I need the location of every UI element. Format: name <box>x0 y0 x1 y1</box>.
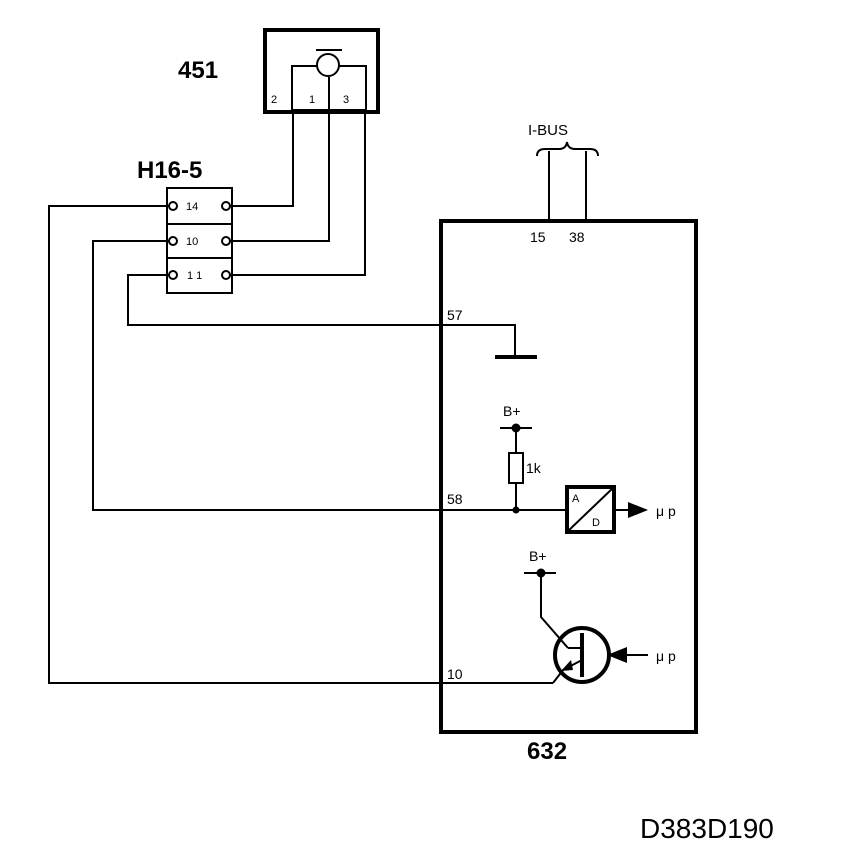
connector-terminal-10-left <box>168 236 178 246</box>
ibus-label: I-BUS <box>528 122 568 139</box>
sensor-element-icon <box>316 53 340 77</box>
mu-p-2-label: μ p <box>656 648 676 664</box>
wire-c10-to-pin58 <box>92 240 515 511</box>
mu-p-1-label: μ p <box>656 503 676 519</box>
resistor-icon <box>508 452 524 484</box>
adc-a-label: A <box>572 493 580 505</box>
connector-pin-14-label: 14 <box>186 201 198 213</box>
control-unit-box <box>439 219 698 734</box>
sensor-pin-3-label: 3 <box>343 94 349 106</box>
connector-terminal-11-left <box>168 270 178 280</box>
diagram-code-label: D383D190 <box>640 813 774 844</box>
control-unit-632: 632 I-BUS 15 38 57 B+ 1k 58 A D μ p B+ <box>439 122 698 765</box>
wire-c14-to-pin10 <box>48 205 553 684</box>
sensor-451: 451 2 1 3 <box>178 28 380 114</box>
pin-38-label: 38 <box>569 229 585 245</box>
control-unit-id-label: 632 <box>527 738 567 765</box>
adc-d-label: D <box>592 517 600 529</box>
wire-c11-to-pin57 <box>127 274 516 357</box>
connector-terminal-11-right <box>221 270 231 280</box>
transistor-emitter-arrow-icon <box>561 660 573 671</box>
wire-sensor-pin3-to-c11 <box>230 110 366 276</box>
sensor-pin-1-label: 1 <box>309 94 315 106</box>
wire-sensor-pin1-to-c10 <box>230 77 330 242</box>
connector-terminal-14-left <box>168 201 178 211</box>
connector-id-label: H16-5 <box>137 157 202 184</box>
resistor-value-label: 1k <box>526 460 542 476</box>
ibus-brace <box>536 141 599 157</box>
wire-sensor-pin2-to-c14 <box>230 110 294 207</box>
supply-2-label: B+ <box>529 548 547 564</box>
pin-10-label: 10 <box>447 666 463 682</box>
connector-terminal-10-right <box>221 236 231 246</box>
connector-h16-5: H16-5 14 10 1 1 <box>137 157 233 294</box>
sensor-outer-box <box>263 28 380 114</box>
connector-pin-11-label: 1 1 <box>187 270 202 282</box>
connector-terminal-14-right <box>221 201 231 211</box>
adc-diagonal <box>566 486 615 533</box>
pin-57-label: 57 <box>447 307 463 323</box>
pin-15-label: 15 <box>530 229 546 245</box>
transistor-emitter-lead <box>552 669 564 684</box>
sensor-id-label: 451 <box>178 57 218 84</box>
connector-pin-10-label: 10 <box>186 236 198 248</box>
sensor-pin-2-label: 2 <box>271 94 277 106</box>
supply-1-label: B+ <box>503 403 521 419</box>
pin-58-label: 58 <box>447 491 463 507</box>
